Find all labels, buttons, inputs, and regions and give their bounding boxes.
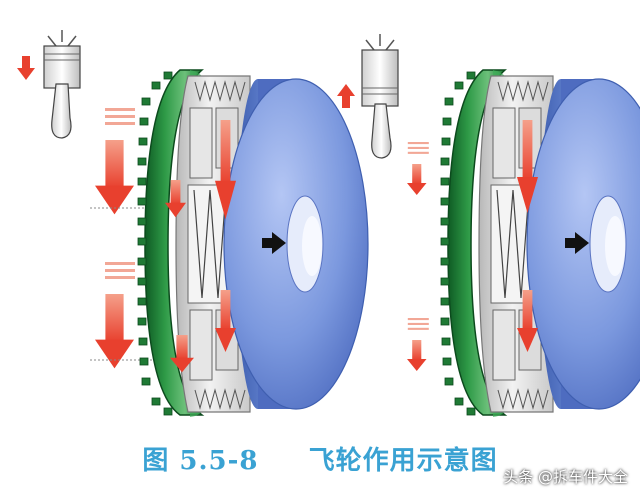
piston-down-icon	[43, 30, 81, 139]
force-arrow-right-top	[407, 142, 429, 195]
watermark: 头条 @拆车件大全	[503, 468, 628, 486]
flywheel-right	[440, 69, 640, 418]
piston-up-icon	[361, 34, 399, 159]
force-arrow-left-top	[95, 108, 135, 215]
force-arrow-left-bottom	[95, 262, 135, 369]
arrow-down-icon	[17, 56, 35, 80]
figure-label: 图 5.5-8	[142, 446, 259, 476]
arrow-right-icon	[262, 232, 286, 254]
arrow-right-icon	[565, 232, 589, 254]
force-arrow-right-bottom	[407, 318, 429, 371]
arrow-up-icon	[337, 84, 355, 108]
figure-title: 飞轮作用示意图	[308, 446, 498, 476]
flywheel-left	[137, 69, 369, 418]
figure-caption: 图 5.5-8 飞轮作用示意图	[0, 440, 640, 477]
